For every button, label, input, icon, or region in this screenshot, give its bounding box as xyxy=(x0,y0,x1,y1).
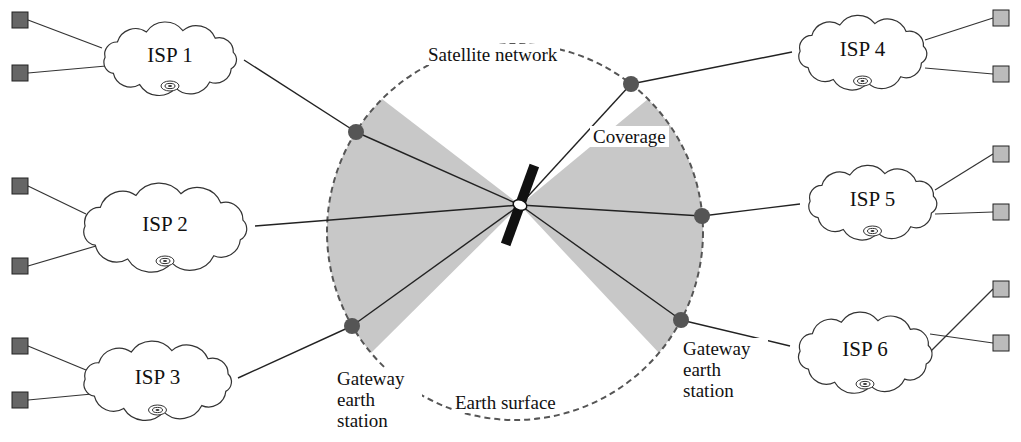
isp-name: ISP 4 xyxy=(840,37,885,62)
dish-icon xyxy=(864,226,882,236)
isp-name: ISP 3 xyxy=(135,365,180,390)
cloud-shape xyxy=(84,183,247,272)
earth-outline xyxy=(327,44,703,420)
isp-cloud: ISP 2 xyxy=(75,185,255,271)
diagram-label: Earth surface xyxy=(452,392,559,413)
cloud-shape xyxy=(799,312,932,393)
isp-cloud: ISP 3 xyxy=(75,342,240,420)
isp-cloud: ISP 1 xyxy=(95,22,245,96)
satellite xyxy=(499,163,541,247)
cloud-shape xyxy=(84,341,231,420)
diagram-label: Gateway earth station xyxy=(680,338,768,401)
gateway-station xyxy=(344,76,710,334)
diagram-label: Coverage xyxy=(590,126,669,147)
isp-name: ISP 1 xyxy=(147,43,192,68)
isp-name: ISP 2 xyxy=(142,212,187,237)
cloud-shape xyxy=(809,165,937,240)
isp-name: ISP 6 xyxy=(842,337,887,362)
cloud-shape xyxy=(799,15,927,90)
coverage-area xyxy=(520,99,703,353)
dish-icon xyxy=(149,405,167,415)
cloud-shape xyxy=(104,22,237,95)
isp-name: ISP 5 xyxy=(850,187,895,212)
isp-cloud: ISP 4 xyxy=(790,15,935,91)
dish-icon xyxy=(161,81,179,91)
dish-icon xyxy=(156,256,174,266)
dish-icon xyxy=(856,379,874,389)
diagram-label: Gateway earth station xyxy=(334,368,422,431)
isp-cloud: ISP 5 xyxy=(800,165,945,241)
coverage-area xyxy=(327,99,520,353)
isp-cloud: ISP 6 xyxy=(790,312,940,394)
satellite-links xyxy=(238,52,800,378)
diagram-label: Satellite network xyxy=(425,44,560,65)
dish-icon xyxy=(854,76,872,86)
